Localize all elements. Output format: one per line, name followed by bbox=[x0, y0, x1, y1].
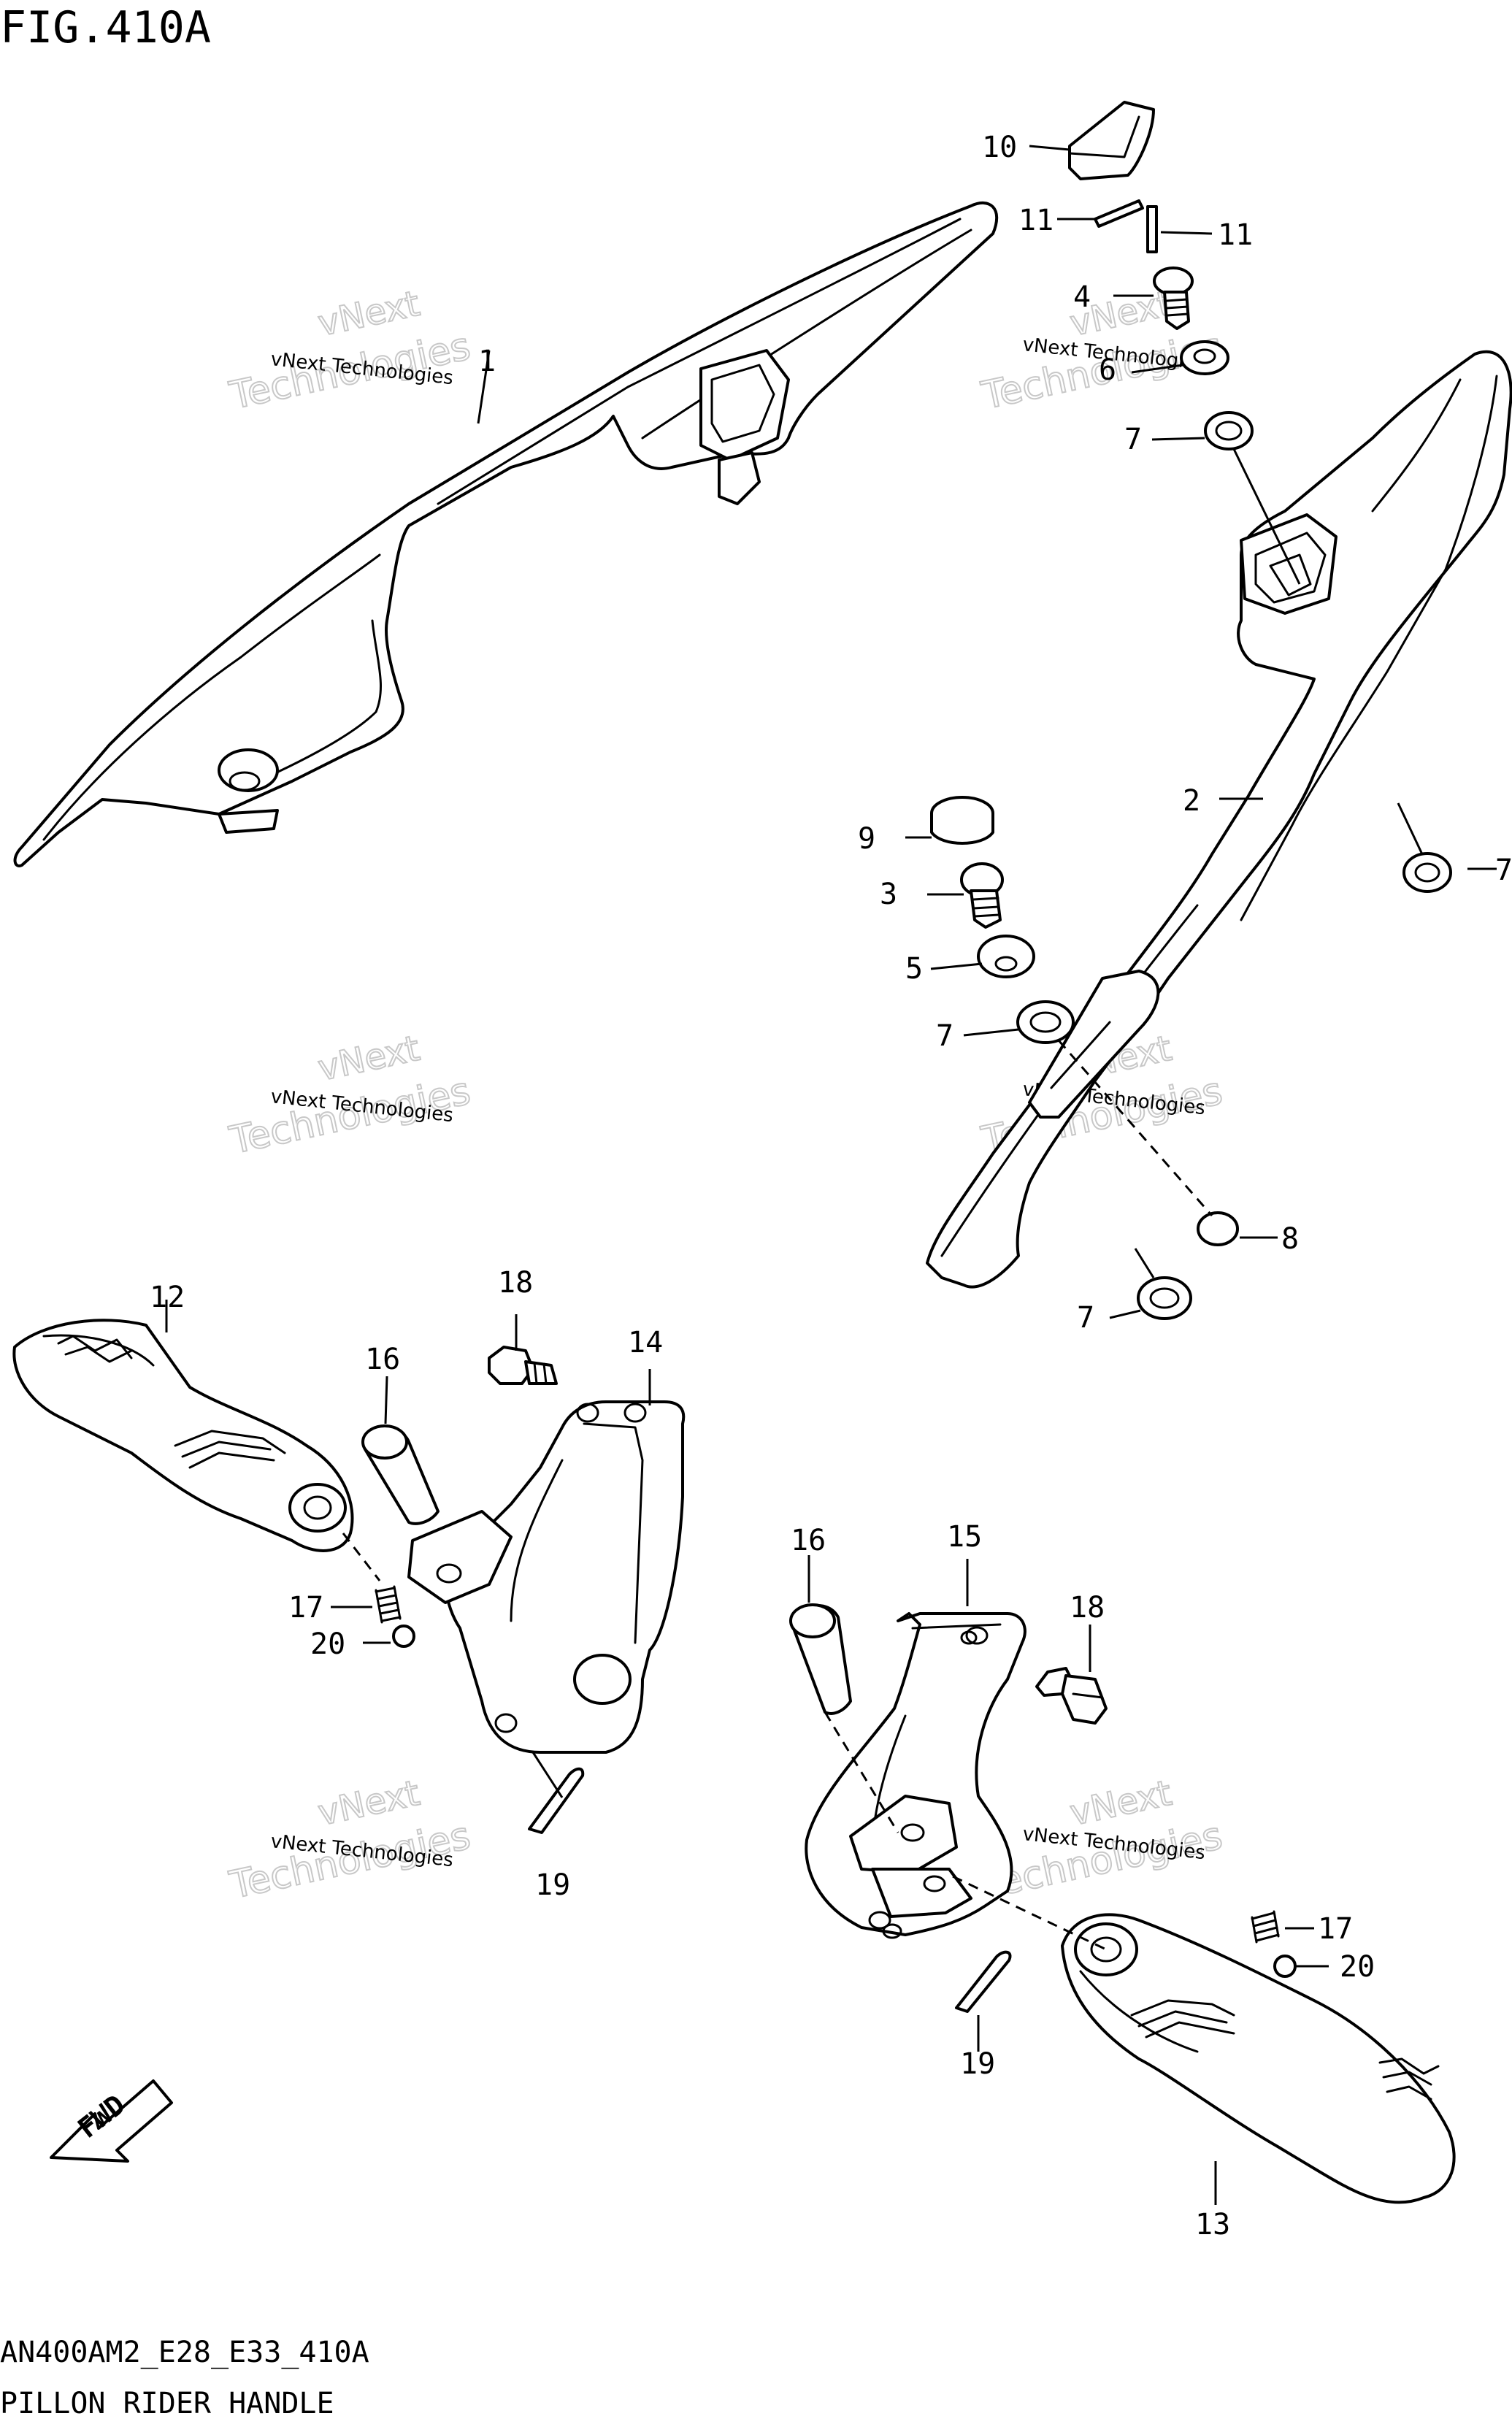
callout-2: 2 bbox=[1183, 784, 1200, 818]
watermark-big-top: vNext bbox=[315, 1773, 423, 1834]
part-2-right-handle bbox=[926, 350, 1512, 1289]
callout-16: 16 bbox=[791, 1524, 826, 1557]
part-15-bracket-right bbox=[805, 1612, 1026, 1939]
part-3-bolt bbox=[960, 862, 1004, 929]
callout-19: 19 bbox=[960, 2047, 995, 2081]
part-7-washer-top bbox=[1204, 411, 1254, 450]
footer-code: AN400AM2_E28_E33_410A bbox=[0, 2336, 369, 2369]
watermark-big-top: vNext bbox=[1067, 1773, 1175, 1834]
callout-8: 8 bbox=[1281, 1222, 1299, 1256]
callout-18: 18 bbox=[1070, 1591, 1105, 1625]
dashed-guide-right bbox=[1057, 1040, 1213, 1216]
watermark-1: vNext Technologies vNext Technologies bbox=[225, 283, 475, 419]
part-7-washer-side bbox=[1402, 852, 1452, 893]
callout-13: 13 bbox=[1195, 2208, 1230, 2241]
part-10-cap bbox=[1068, 101, 1155, 180]
part-9-cap bbox=[930, 796, 994, 845]
callout-12: 12 bbox=[150, 1281, 185, 1314]
callout-6: 6 bbox=[1099, 353, 1116, 387]
part-18-bolt-left bbox=[488, 1346, 558, 1385]
part-20-ball-left bbox=[392, 1625, 415, 1648]
callout-11: 11 bbox=[1218, 218, 1253, 252]
part-4-bolt bbox=[1153, 266, 1194, 330]
part-11-pins bbox=[1094, 199, 1158, 253]
leader-lines bbox=[165, 145, 1497, 2205]
part-13-right-footrest bbox=[1061, 1913, 1456, 2204]
part-7-washer-bottom bbox=[1137, 1276, 1192, 1320]
dashed-guide-pin bbox=[824, 1711, 899, 1833]
callout-11: 11 bbox=[1018, 204, 1054, 237]
part-7-washer-mid bbox=[1016, 1000, 1075, 1044]
callout-4: 4 bbox=[1073, 280, 1091, 314]
watermark-3: vNext Technologies vNext Technologies bbox=[225, 1027, 475, 1164]
callout-3: 3 bbox=[880, 878, 897, 911]
part-16-pin-left bbox=[361, 1424, 440, 1525]
callout-7: 7 bbox=[1495, 854, 1512, 887]
watermark-6: vNext Technologies vNext Technologies bbox=[977, 1772, 1227, 1909]
part-1-left-handle bbox=[13, 201, 999, 867]
fwd-arrow: FWD bbox=[50, 2079, 173, 2163]
part-8-plug bbox=[1197, 1211, 1239, 1246]
watermark-big-top: vNext bbox=[315, 1028, 423, 1089]
callout-19: 19 bbox=[535, 1868, 570, 1902]
callout-18: 18 bbox=[498, 1266, 533, 1300]
watermark-5: vNext Technologies vNext Technologies bbox=[225, 1772, 475, 1909]
callout-16: 16 bbox=[365, 1343, 400, 1376]
callout-7: 7 bbox=[1124, 423, 1142, 456]
callout-9: 9 bbox=[858, 822, 875, 856]
callout-20: 20 bbox=[310, 1627, 345, 1661]
callout-7: 7 bbox=[936, 1019, 953, 1053]
callout-17: 17 bbox=[1318, 1912, 1353, 1946]
dashed-guide-left bbox=[342, 1533, 381, 1581]
callout-15: 15 bbox=[947, 1520, 982, 1554]
callout-5: 5 bbox=[905, 952, 923, 986]
part-17-spring-left bbox=[375, 1585, 402, 1624]
footer-name: PILLON RIDER HANDLE bbox=[0, 2387, 334, 2420]
figure-title: FIG.410A bbox=[0, 2, 211, 53]
part-19-cotter-left bbox=[528, 1767, 585, 1834]
callout-20: 20 bbox=[1340, 1950, 1375, 1984]
callout-10: 10 bbox=[982, 131, 1017, 164]
watermark-big-top: vNext bbox=[315, 283, 423, 345]
callout-1: 1 bbox=[478, 345, 496, 378]
part-19-cotter-right bbox=[955, 1950, 1012, 2013]
part-16-pin-right bbox=[789, 1603, 852, 1715]
callout-labels: 10 11 11 4 6 7 2 7 9 3 5 7 8 7 1 12 16 1… bbox=[150, 131, 1512, 2241]
dashed-guide-foot bbox=[952, 1875, 1107, 1951]
part-17-spring-right bbox=[1251, 1910, 1280, 1944]
part-6-washer bbox=[1180, 340, 1229, 375]
part-12-left-footrest bbox=[12, 1319, 354, 1552]
part-14-bracket-left bbox=[407, 1400, 686, 1754]
callout-17: 17 bbox=[288, 1591, 323, 1625]
part-20-ball-right bbox=[1273, 1955, 1297, 1978]
callout-7: 7 bbox=[1077, 1301, 1094, 1335]
callout-14: 14 bbox=[628, 1326, 663, 1359]
part-5-washer bbox=[977, 935, 1035, 978]
part-18-bolt-right bbox=[1035, 1667, 1108, 1725]
